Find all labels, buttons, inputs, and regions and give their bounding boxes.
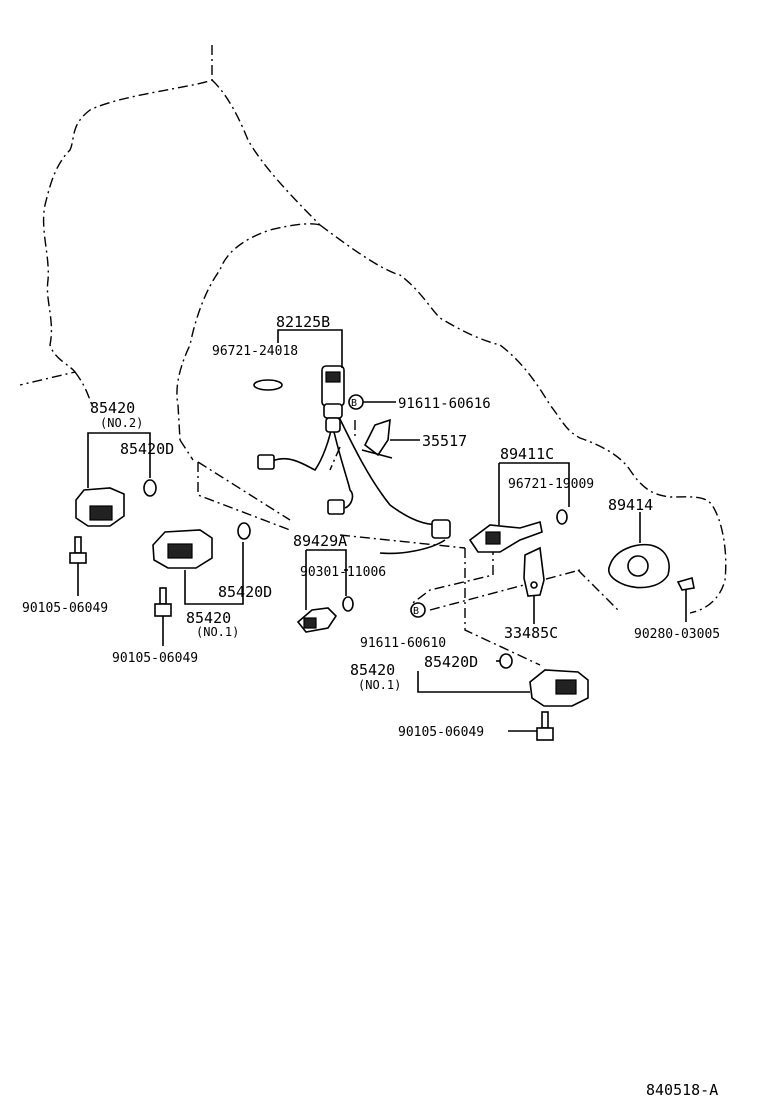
label-85420-no1-b-sub: (NO.1) [358, 678, 401, 692]
o-ring-85420D-c [499, 653, 513, 669]
label-90301-11006: 90301-11006 [300, 565, 386, 580]
solenoid-85420-no1-left [152, 529, 213, 569]
o-ring-96721-24018 [253, 379, 283, 391]
harness-plug-3 [431, 519, 451, 539]
label-35517: 35517 [422, 432, 467, 450]
label-90105-06049-a: 90105-06049 [22, 601, 108, 616]
label-85420-no1-a: 85420 [186, 609, 231, 627]
leader-lines [77, 329, 687, 732]
bolt-90105-06049-c [536, 711, 554, 741]
label-85420-no1-b: 85420 [350, 661, 395, 679]
transmission-outline [19, 45, 727, 614]
label-85420-no1-a-sub: (NO.1) [196, 625, 239, 639]
figure-code: 840518-A [646, 1081, 718, 1099]
bolt-marker-2-text: B [413, 606, 419, 617]
plate-33485C [523, 546, 545, 597]
part-labels: 82125B 96721-24018 B 91611-60616 35517 8… [22, 313, 720, 740]
harness-plug-2 [327, 499, 345, 515]
bolt-marker-1-text: B [351, 398, 357, 409]
label-90105-06049-b: 90105-06049 [112, 651, 198, 666]
connector-82125B [321, 365, 345, 433]
label-85420-no2-sub: (NO.2) [100, 416, 143, 430]
label-85420-no2: 85420 [90, 399, 135, 417]
o-ring-90301-11006 [342, 596, 354, 612]
label-82125B: 82125B [276, 313, 330, 331]
label-96721-19009: 96721-19009 [508, 477, 594, 492]
o-ring-85420D-a [143, 479, 157, 497]
label-90105-06049-c: 90105-06049 [398, 725, 484, 740]
label-89411C: 89411C [500, 445, 554, 463]
label-96721-24018: 96721-24018 [212, 344, 298, 359]
o-ring-96721-19009 [556, 509, 568, 525]
label-89414: 89414 [608, 496, 653, 514]
sensor-89411C [468, 520, 543, 553]
label-85420D-a: 85420D [120, 440, 174, 458]
wiring-harness [269, 414, 446, 555]
label-85420D-b: 85420D [218, 583, 272, 601]
label-85420D-c: 85420D [424, 653, 478, 671]
bolt-90105-06049-b [154, 587, 172, 617]
label-91611-60616: 91611-60616 [398, 396, 491, 412]
solenoid-85420-no2 [75, 487, 125, 527]
label-89429A: 89429A [293, 532, 347, 550]
solenoid-85420-no1-right [529, 669, 589, 707]
bolt-marker-2 [410, 602, 426, 618]
sensor-89429A [296, 607, 338, 633]
bracket-35517 [361, 418, 393, 459]
clip-90280-03005 [676, 576, 695, 591]
label-90280-03005: 90280-03005 [634, 627, 720, 642]
o-ring-85420D-b [237, 522, 251, 540]
harness-plug-1 [257, 454, 275, 470]
rotor-89414 [608, 543, 670, 589]
bolt-90105-06049-a [69, 536, 87, 564]
label-91611-60610: 91611-60610 [360, 636, 446, 651]
label-33485C: 33485C [504, 624, 558, 642]
